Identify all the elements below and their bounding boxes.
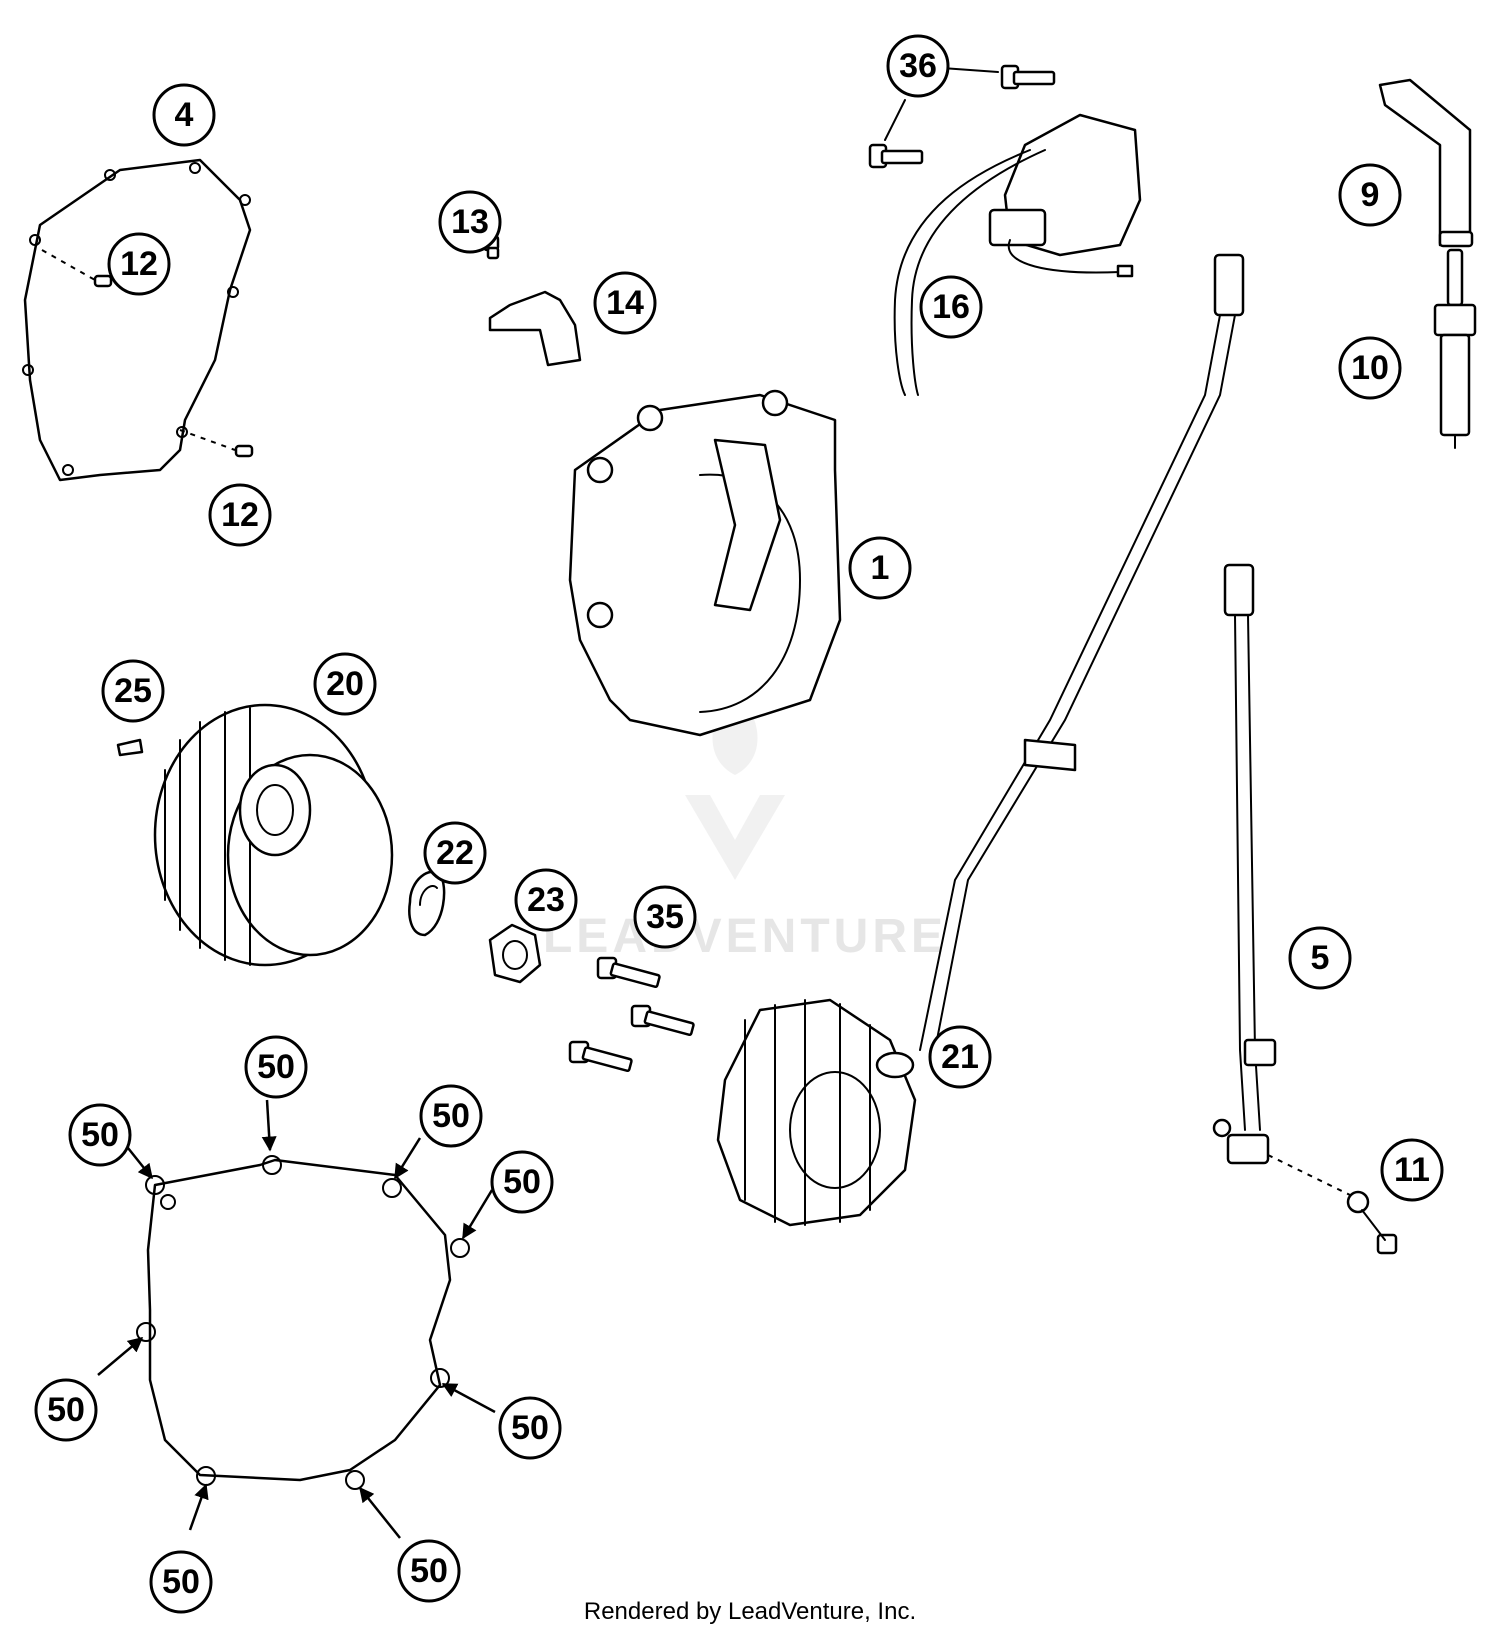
generator-cover-1: [568, 389, 842, 737]
nut-23: [488, 923, 542, 984]
callout-1: 1: [848, 536, 912, 600]
washer-22: [408, 870, 446, 937]
svg-text:9: 9: [1361, 176, 1380, 214]
svg-text:22: 22: [436, 834, 474, 872]
svg-text:50: 50: [432, 1097, 470, 1135]
svg-text:14: 14: [606, 284, 644, 322]
callout-50-b: 50: [68, 1103, 132, 1167]
ignition-coil-16: [893, 113, 1142, 396]
callout-36: 36: [886, 34, 950, 98]
flywheel-20: [153, 703, 394, 967]
spark-plug-10: [1433, 248, 1477, 449]
svg-text:50: 50: [503, 1163, 541, 1201]
callout-11: 11: [1380, 1138, 1444, 1202]
svg-text:50: 50: [162, 1563, 200, 1601]
svg-text:50: 50: [511, 1409, 549, 1447]
svg-text:35: 35: [646, 898, 684, 936]
svg-text:16: 16: [932, 288, 970, 326]
svg-text:20: 20: [326, 665, 364, 703]
callout-50-g: 50: [149, 1550, 213, 1614]
svg-text:50: 50: [257, 1048, 295, 1086]
leaders-50: [97, 1099, 496, 1539]
callout-9: 9: [1338, 163, 1402, 227]
callout-12b: 12: [208, 483, 272, 547]
callout-12a: 12: [107, 232, 171, 296]
callout-22: 22: [423, 821, 487, 885]
bolt-35a: [596, 956, 661, 989]
svg-text:11: 11: [1394, 1151, 1430, 1189]
svg-text:25: 25: [114, 672, 152, 710]
svg-text:12: 12: [221, 496, 259, 534]
stator-wiring: [919, 253, 1245, 1051]
bracket-14: [488, 290, 582, 367]
callout-10: 10: [1338, 336, 1402, 400]
svg-text:50: 50: [47, 1391, 85, 1429]
callout-50-e: 50: [34, 1378, 98, 1442]
watermark-text: LEADVENTURE: [543, 910, 947, 963]
svg-text:50: 50: [410, 1552, 448, 1590]
svg-text:21: 21: [941, 1038, 979, 1076]
svg-text:10: 10: [1351, 349, 1389, 387]
bolt-36b: [868, 143, 924, 169]
svg-text:36: 36: [899, 47, 937, 85]
callout-20: 20: [313, 652, 377, 716]
dowel-pin-12a: [41, 249, 113, 288]
callout-16: 16: [919, 275, 983, 339]
svg-text:50: 50: [81, 1116, 119, 1154]
callout-50-c: 50: [419, 1084, 483, 1148]
leader-36b: [884, 99, 906, 141]
callout-4: 4: [152, 83, 216, 147]
callout-50-h: 50: [397, 1539, 461, 1603]
woodruff-key-25: [116, 738, 144, 757]
callout-25: 25: [101, 659, 165, 723]
leader-36a: [941, 67, 999, 73]
callout-23: 23: [514, 868, 578, 932]
dowel-pin-12b: [179, 429, 254, 458]
svg-text:12: 12: [120, 245, 158, 283]
callout-50-f: 50: [498, 1396, 562, 1460]
callout-5: 5: [1288, 926, 1352, 990]
gasket-4: [22, 158, 252, 482]
svg-text:5: 5: [1311, 939, 1330, 977]
callout-21: 21: [928, 1025, 992, 1089]
svg-text:13: 13: [451, 203, 489, 241]
svg-text:1: 1: [871, 549, 890, 587]
gasket-50: [136, 1155, 470, 1490]
callout-35: 35: [633, 885, 697, 949]
bolt-36a: [1000, 64, 1056, 90]
sensor-cable-5: [1212, 563, 1277, 1165]
callout-14: 14: [593, 271, 657, 335]
footer-credit: Rendered by LeadVenture, Inc.: [583, 1598, 917, 1625]
callout-50-a: 50: [244, 1035, 308, 1099]
svg-text:23: 23: [527, 881, 565, 919]
callout-13: 13: [438, 190, 502, 254]
stator-21: [716, 998, 917, 1227]
bolt-11: [1267, 1154, 1398, 1255]
bolt-35b: [630, 1004, 695, 1037]
svg-text:4: 4: [175, 96, 194, 134]
spark-plug-cap-9: [1378, 78, 1474, 248]
callout-50-d: 50: [490, 1150, 554, 1214]
bolt-35c: [568, 1040, 633, 1073]
